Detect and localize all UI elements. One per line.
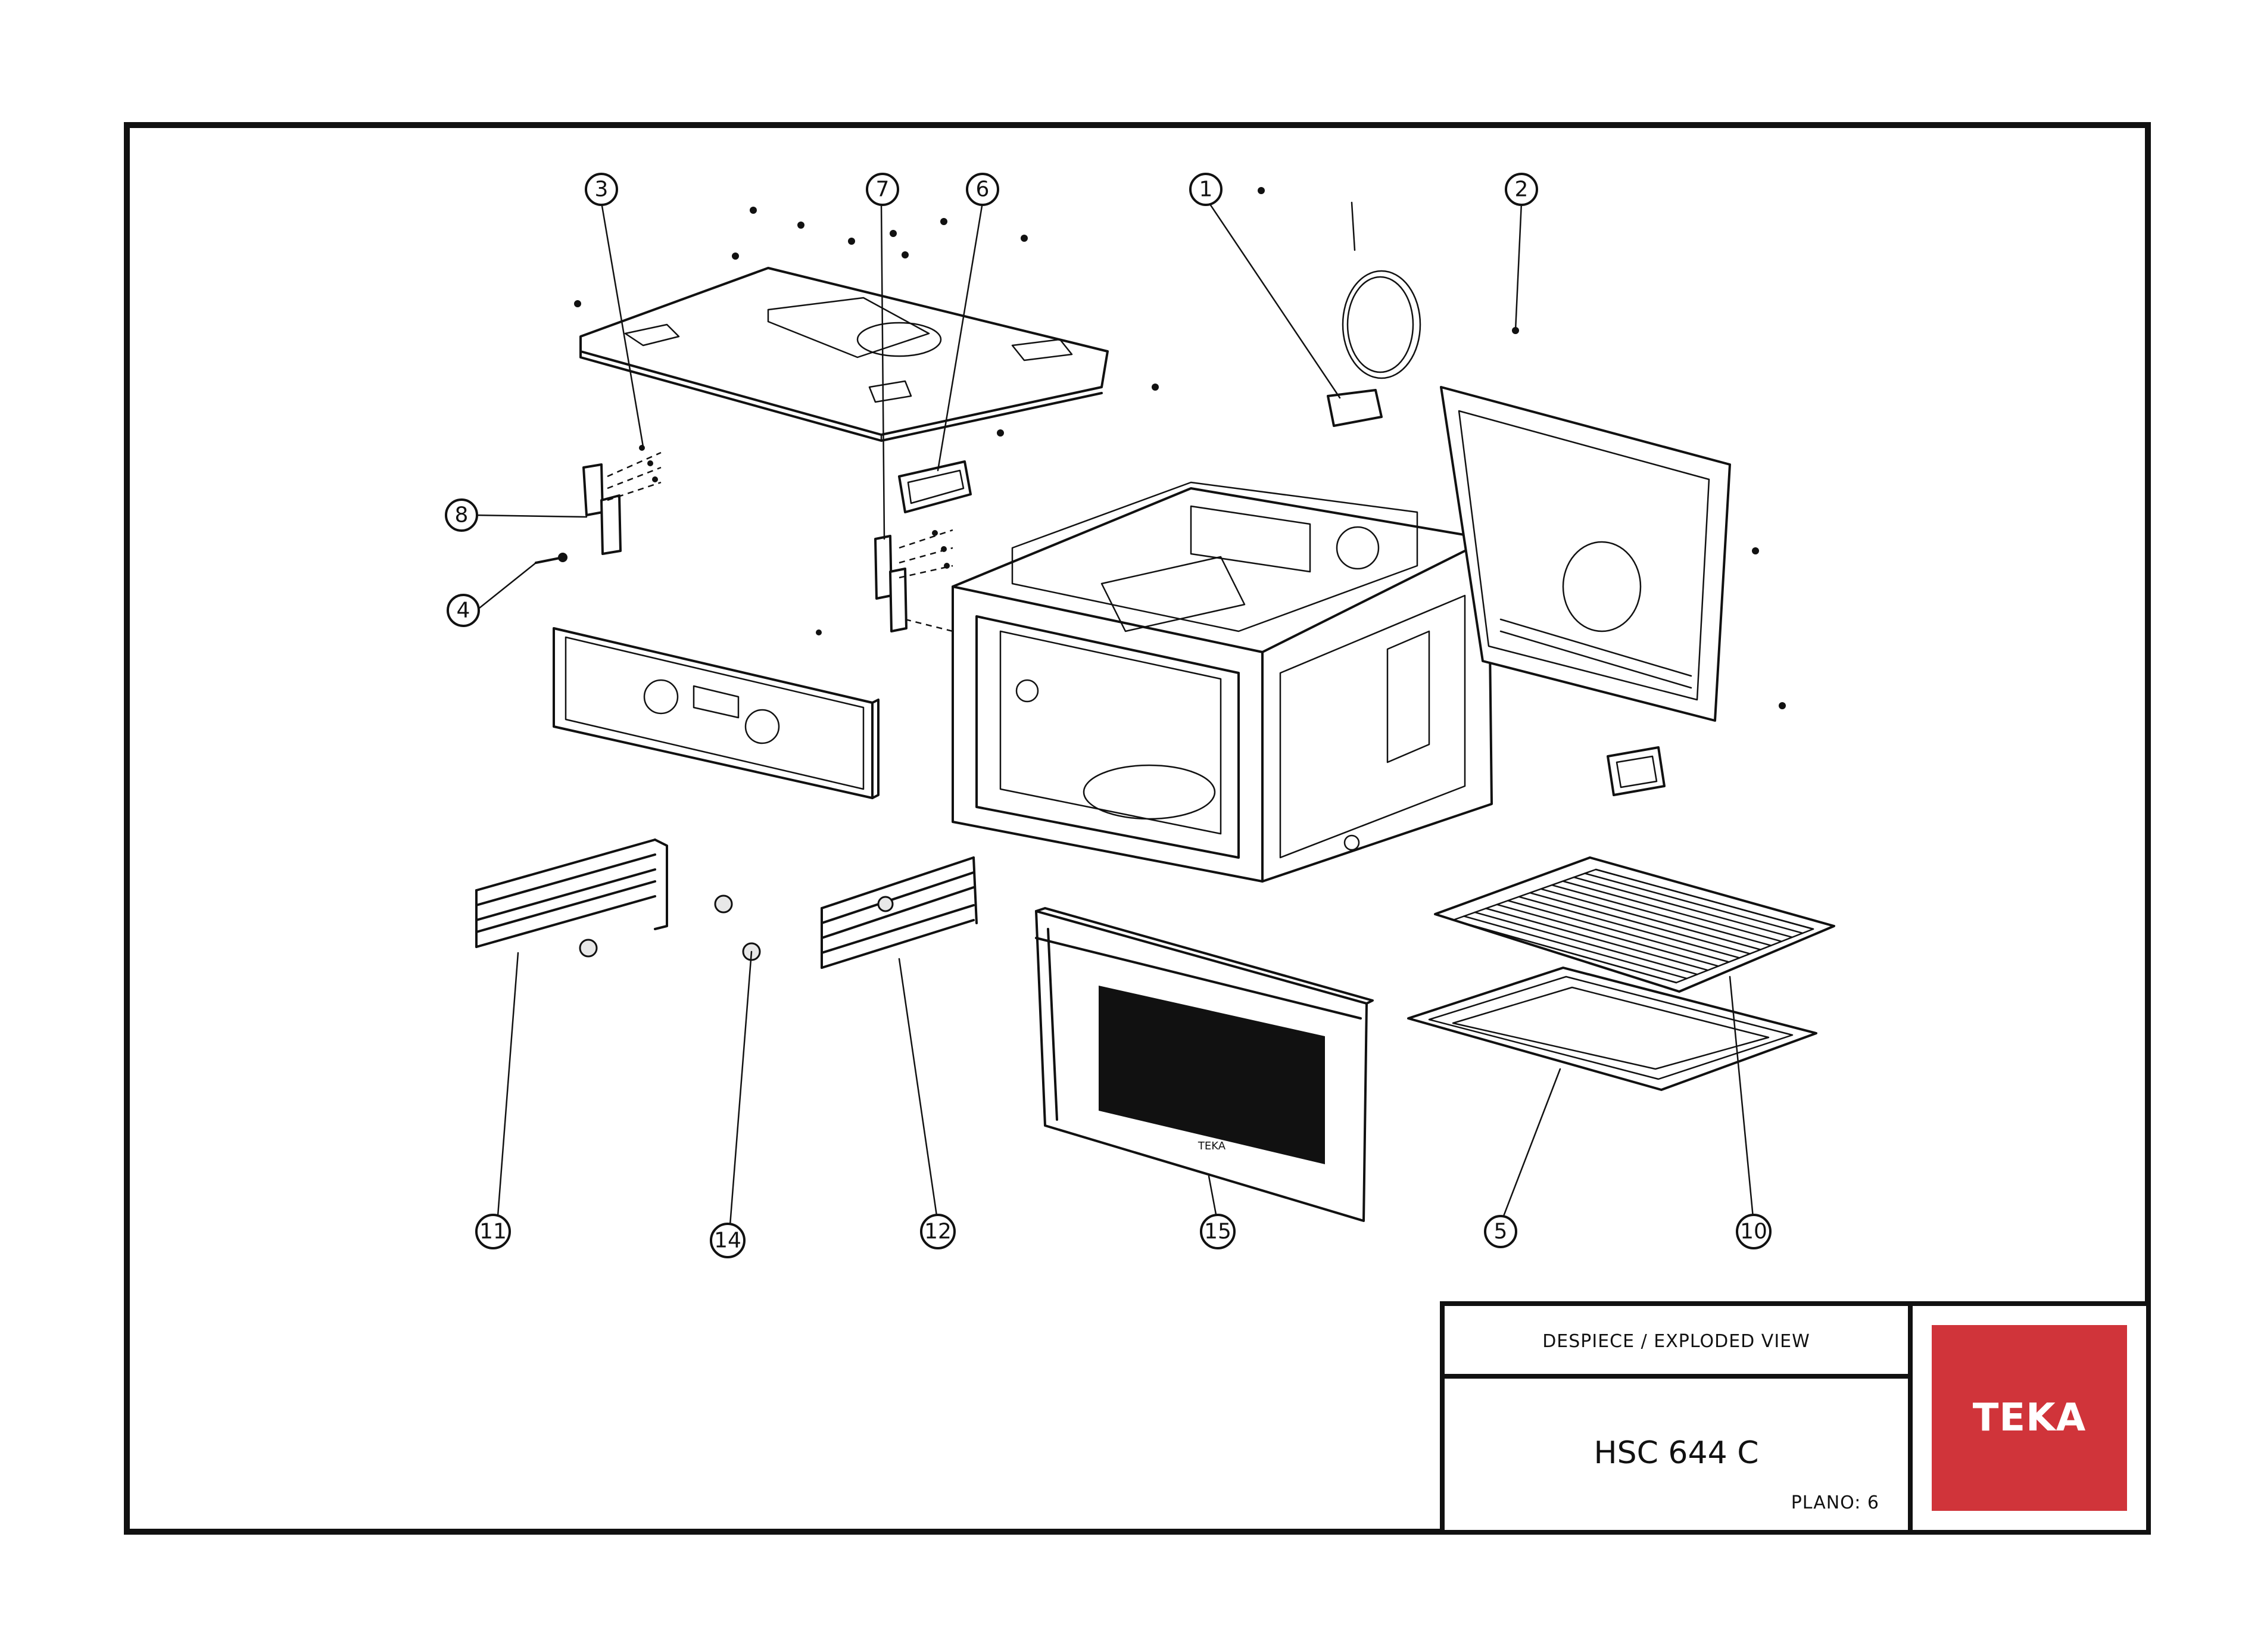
callout-4: 4 <box>447 594 480 627</box>
rack-wire <box>1584 872 1804 934</box>
callout-15: 15 <box>1200 1214 1236 1249</box>
rack-wire <box>1463 915 1688 980</box>
callout-1: 1 <box>1189 173 1223 206</box>
rack-wire <box>1562 880 1783 943</box>
rack-wire <box>1529 892 1751 955</box>
callout-label-6: 6 <box>976 177 990 202</box>
callout-3: 3 <box>585 173 618 206</box>
callout-label-5: 5 <box>1494 1220 1508 1244</box>
callout-label-3: 3 <box>595 177 609 202</box>
title-block-model: HSC 644 C PLANO: 6 <box>1440 1374 1913 1535</box>
callout-8: 8 <box>445 498 478 532</box>
rear-bracket <box>1607 746 1666 796</box>
callout-11: 11 <box>475 1214 511 1249</box>
rack-wire <box>1452 919 1677 984</box>
callout-label-8: 8 <box>455 503 469 528</box>
wire-rack <box>1434 856 1835 993</box>
baking-tray <box>1407 967 1817 1091</box>
control-panel <box>553 627 880 799</box>
teka-logo-text: TEKA <box>1972 1396 2087 1440</box>
oven-body <box>952 481 1493 883</box>
rack-wire <box>1540 888 1761 950</box>
screws-top <box>574 187 1786 709</box>
callout-label-7: 7 <box>876 177 890 202</box>
drawing-title: DESPIECE / EXPLODED VIEW <box>1542 1331 1810 1352</box>
callout-label-2: 2 <box>1515 177 1529 202</box>
screw-4 <box>535 553 567 564</box>
rack-wire <box>1485 908 1709 971</box>
rack-wire <box>1507 900 1730 963</box>
top-cover-panel <box>579 267 1109 442</box>
handle-cover <box>898 460 972 513</box>
thermostat-cable <box>1327 201 1421 427</box>
hinge-bracket-right <box>816 529 953 635</box>
rack-wire <box>1496 903 1720 967</box>
callout-label-12: 12 <box>924 1220 952 1244</box>
callout-label-14: 14 <box>714 1229 741 1253</box>
callout-12: 12 <box>920 1214 956 1249</box>
rear-panel <box>1440 386 1731 722</box>
rack-wire <box>1551 884 1772 946</box>
oven-door: TEKA <box>1035 907 1374 1222</box>
callout-label-15: 15 <box>1204 1220 1231 1244</box>
hinge-bracket-left <box>582 445 662 555</box>
callout-label-10: 10 <box>1740 1220 1767 1244</box>
rack-wire <box>1573 876 1793 939</box>
callout-2: 2 <box>1505 173 1538 206</box>
callout-10: 10 <box>1736 1214 1772 1249</box>
rack-wire <box>1518 896 1741 959</box>
rack-wire <box>1595 868 1814 930</box>
leader-lines <box>472 201 1755 1234</box>
rack-wire <box>1474 911 1698 975</box>
door-logo: TEKA <box>1198 1140 1226 1152</box>
callout-label-4: 4 <box>457 599 470 623</box>
callout-6: 6 <box>966 173 999 206</box>
side-rack-right <box>821 856 978 969</box>
drawing-frame <box>124 122 2151 1535</box>
callout-14: 14 <box>710 1223 746 1258</box>
title-block-logo: TEKA <box>1908 1301 2151 1535</box>
callout-label-1: 1 <box>1199 177 1213 202</box>
callout-5: 5 <box>1484 1215 1517 1248</box>
title-block-heading: DESPIECE / EXPLODED VIEW <box>1440 1301 1913 1379</box>
model-number: HSC 644 C <box>1593 1435 1759 1471</box>
side-rack-left <box>475 839 668 948</box>
callout-7: 7 <box>866 173 899 206</box>
plan-number: PLANO: 6 <box>1791 1492 1879 1513</box>
teka-logo: TEKA <box>1932 1325 2127 1511</box>
callout-label-11: 11 <box>479 1220 507 1244</box>
